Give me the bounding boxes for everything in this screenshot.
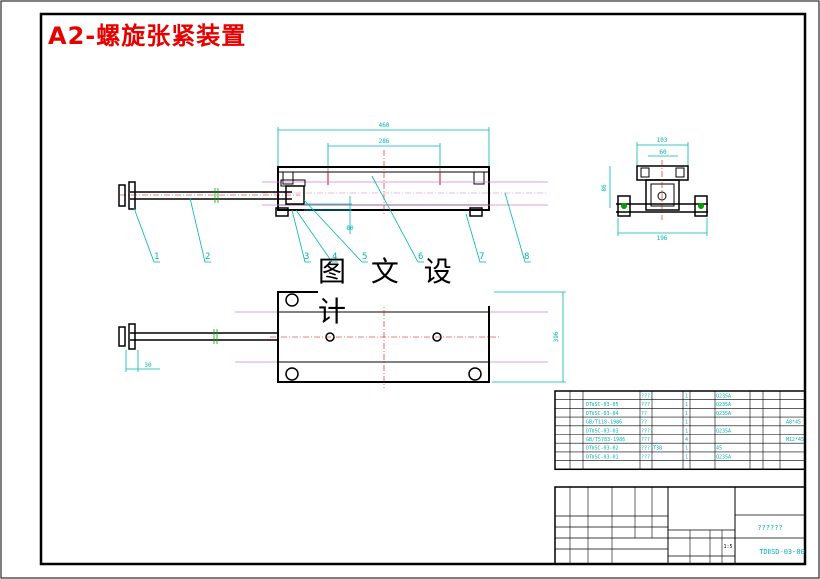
part-note: M12*45 bbox=[786, 437, 804, 443]
part-note: A8*45 bbox=[786, 420, 801, 426]
part-code: GB/T5783-1986 bbox=[586, 437, 625, 443]
part-qty: 1 bbox=[685, 454, 688, 460]
balloon-7: 7 bbox=[479, 252, 484, 262]
part-name: ???? bbox=[641, 394, 653, 400]
part-material: Q235A bbox=[716, 428, 731, 434]
balloon-8: 8 bbox=[524, 252, 529, 262]
part-qty: 1 bbox=[685, 420, 688, 426]
balloon-2: 2 bbox=[205, 252, 210, 262]
parts-row: DTⅡSC-03-01??? 1 Q235A bbox=[586, 454, 731, 460]
dim-side-base: 196 bbox=[657, 235, 668, 242]
dim-side-width: 103 bbox=[657, 137, 668, 144]
dim-plan-small: 30 bbox=[144, 362, 152, 369]
inner-border bbox=[39, 12, 807, 566]
part-qty: 1 bbox=[685, 394, 688, 400]
part-qty: 1 bbox=[685, 411, 688, 417]
dim-hole-span: 286 bbox=[379, 138, 390, 145]
part-material: Q235A bbox=[716, 454, 731, 460]
part-name: ????T38 bbox=[641, 446, 662, 452]
part-qty: 1 bbox=[685, 402, 688, 408]
part-qty: 1 bbox=[685, 428, 688, 434]
part-material: 45 bbox=[716, 446, 722, 452]
part-qty: 1 bbox=[685, 446, 688, 452]
balloon-1: 1 bbox=[154, 252, 159, 262]
front-view: 460 286 80 bbox=[118, 122, 548, 263]
part-material: Q235A bbox=[716, 394, 731, 400]
part-name: ??? bbox=[641, 402, 650, 408]
dim-side-height: 86 bbox=[601, 184, 608, 192]
part-qty: 4 bbox=[685, 437, 688, 443]
watermark: 图 文 设 计 bbox=[318, 255, 494, 328]
balloon-5: 5 bbox=[362, 252, 367, 262]
dim-front-height: 80 bbox=[346, 225, 354, 232]
drawing-number: TDⅡSD-03-00 bbox=[759, 548, 805, 556]
part-name: ???? bbox=[641, 428, 653, 434]
part-name: ?? bbox=[641, 420, 647, 426]
balloon-4: 4 bbox=[332, 252, 337, 262]
parts-row: GB/T118-1986?? 1 A8*45 bbox=[586, 420, 801, 426]
drawing-scale: 1:5 bbox=[723, 544, 732, 550]
part-code: DTⅡSC-03-05 bbox=[586, 402, 619, 408]
plan-view: 30 396 bbox=[118, 288, 566, 388]
balloon-6: 6 bbox=[418, 252, 423, 262]
part-code: DTⅡSC-03-04 bbox=[586, 411, 619, 417]
parts-row: GB/T5783-1986??? 4 M12*45 bbox=[586, 437, 804, 443]
part-material: Q235A bbox=[716, 411, 731, 417]
drawing-name: ?????? bbox=[757, 524, 782, 532]
side-view: 103 60 86 196 bbox=[601, 137, 708, 242]
dim-side-inner: 60 bbox=[659, 149, 667, 156]
part-code: DTⅡSC-03-01 bbox=[586, 454, 619, 460]
drawing-title: A2-螺旋张紧装置 bbox=[48, 22, 247, 50]
part-material: Q235A bbox=[716, 402, 731, 408]
part-name: ?? bbox=[641, 411, 647, 417]
part-code: GB/T118-1986 bbox=[586, 420, 622, 426]
balloon-3: 3 bbox=[304, 252, 309, 262]
title-block: ?????? TDⅡSD-03-00 1:5 bbox=[554, 486, 806, 565]
dim-plan-height: 396 bbox=[553, 331, 560, 342]
parts-row: DTⅡSC-03-02 ????T38 1 45 bbox=[586, 446, 722, 452]
parts-row: DTⅡSC-03-04?? 1 Q235A bbox=[586, 411, 731, 417]
parts-row: ???? 1 Q235A bbox=[641, 394, 731, 400]
part-name: ??? bbox=[641, 437, 650, 443]
parts-row: DTⅡSC-03-05??? 1 Q235A bbox=[586, 402, 731, 408]
part-name: ??? bbox=[641, 454, 650, 460]
parts-row: DTⅡSC-03-03???? 1 Q235A bbox=[586, 428, 731, 434]
part-code: DTⅡSC-03-02 bbox=[586, 446, 619, 452]
part-code: DTⅡSC-03-03 bbox=[586, 428, 619, 434]
dim-front-length: 460 bbox=[379, 122, 390, 129]
